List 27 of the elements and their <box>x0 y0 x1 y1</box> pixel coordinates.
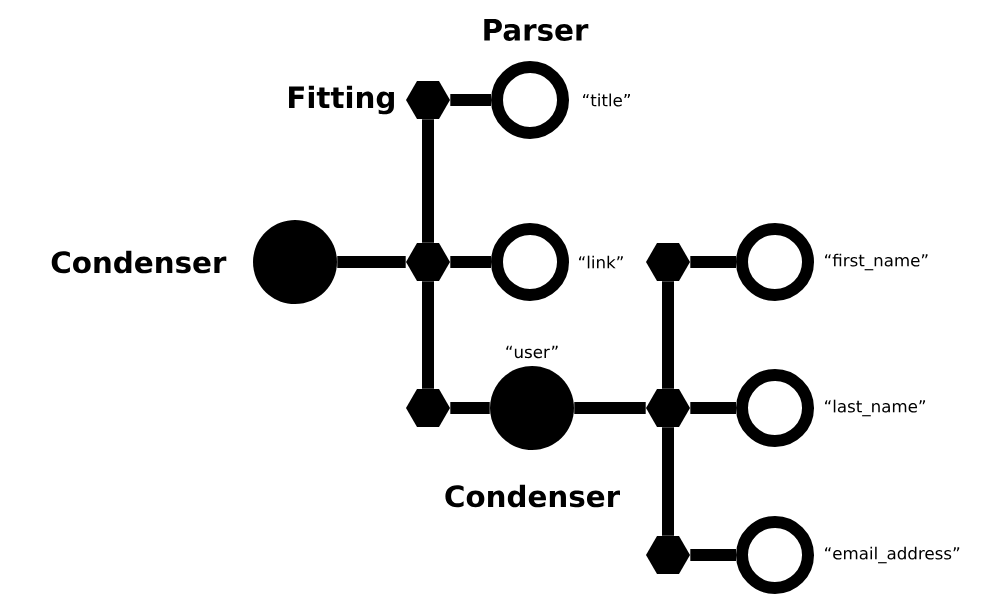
node-label: “first_name” <box>825 253 928 271</box>
node-label: “link” <box>579 255 623 269</box>
connector-line <box>450 256 491 268</box>
connector-line <box>662 281 674 389</box>
hexagon-junction <box>646 242 690 282</box>
hexagon-junction <box>646 388 690 428</box>
connector-line <box>422 281 434 389</box>
connector-line <box>337 256 406 268</box>
node-label: Fitting <box>289 85 394 115</box>
hexagon-junction <box>646 535 690 575</box>
connector-line <box>450 402 490 414</box>
node-label: Condenser <box>445 484 620 508</box>
node-label: “last_name” <box>825 399 926 417</box>
connector-line <box>422 119 434 243</box>
connector-line <box>690 256 736 268</box>
heading-label: Parser <box>484 19 589 41</box>
node-label: “user” <box>506 345 558 359</box>
connector-line <box>662 427 674 536</box>
connector-line <box>450 94 491 106</box>
connector-line <box>690 549 736 561</box>
connector-line <box>690 402 736 414</box>
node-label: Condenser <box>51 250 227 274</box>
node-label: “title” <box>583 93 630 107</box>
hexagon-junction <box>406 242 450 282</box>
node-label: “email_address” <box>825 546 960 564</box>
connector-line <box>574 402 646 414</box>
hexagon-junction <box>406 388 450 428</box>
